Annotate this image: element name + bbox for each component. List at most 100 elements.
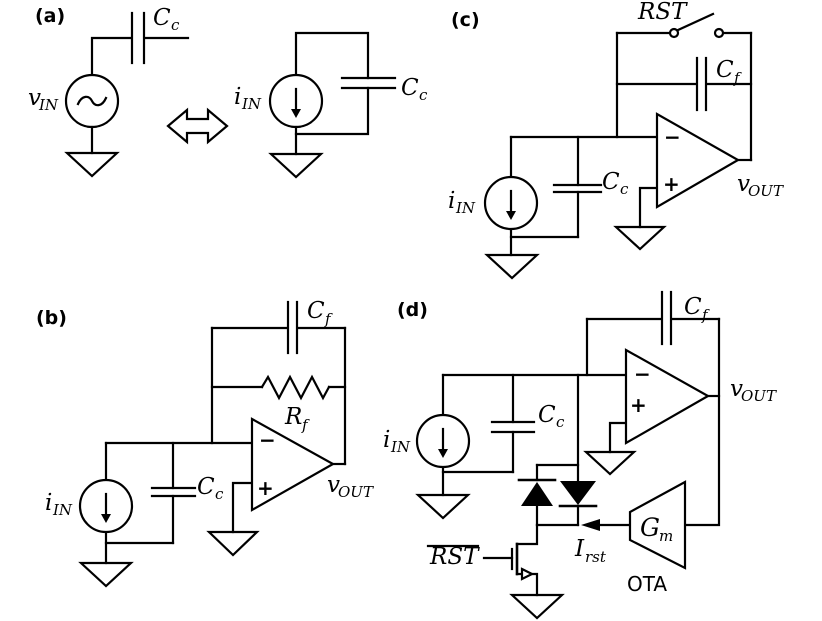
- cf-label: C: [307, 298, 325, 324]
- feedback-capacitor-cf-icon: [660, 290, 673, 346]
- panel-c: − + (c) RST C f C c i IN v OUT: [448, 0, 784, 280]
- ground-triangle: [583, 450, 637, 476]
- iin-label: i: [234, 84, 241, 110]
- switch-contact: [668, 27, 680, 39]
- wire: [90, 36, 132, 77]
- current-source-iin-icon: [268, 73, 324, 129]
- vout-label-sub: OUT: [748, 182, 784, 200]
- rf-label-sub: f: [301, 416, 310, 434]
- wire: [638, 186, 659, 229]
- sine-symbol: [76, 95, 108, 107]
- ground-triangle: [78, 561, 134, 588]
- iin-label: i: [448, 188, 455, 214]
- cc-label: C: [538, 402, 556, 428]
- irst-arrow-head: [581, 519, 600, 531]
- reset-switch-icon: [668, 12, 725, 39]
- cc-series-label-sub: c: [171, 16, 180, 34]
- ota-trapezoid: [628, 480, 687, 570]
- switch-lever: [676, 12, 715, 32]
- iin-label-sub: IN: [241, 95, 262, 113]
- opamp-triangle: [655, 112, 741, 209]
- vout-label: v: [737, 171, 750, 197]
- opamp-triangle: [250, 417, 336, 512]
- cc-series-label: C: [153, 5, 171, 31]
- wire: [683, 317, 721, 527]
- feedback-capacitor-cf-icon: [695, 56, 708, 112]
- ground-symbol: [509, 593, 565, 620]
- capacitor-cc-icon: [552, 183, 603, 194]
- rst-label: RST: [637, 0, 688, 25]
- opamp-plus-label: +: [630, 393, 647, 417]
- arrow-head: [291, 109, 301, 118]
- current-source-iin-icon: [483, 175, 539, 231]
- ground-symbol: [268, 125, 324, 179]
- feedback-capacitor-cf-icon: [286, 300, 299, 355]
- panel-d-label: (d): [397, 299, 428, 321]
- diode-down: [560, 481, 596, 505]
- opamp-icon: − +: [655, 112, 741, 209]
- series-capacitor-cc-icon: [130, 11, 146, 65]
- vout-label: v: [730, 376, 743, 402]
- iin-label: i: [45, 490, 52, 516]
- ground-symbol: [415, 493, 471, 520]
- arrow-head: [101, 514, 111, 523]
- ota-label: OTA: [627, 572, 667, 596]
- ground-triangle: [206, 530, 260, 557]
- capacitor-cc-icon: [150, 486, 197, 498]
- ground-triangle: [415, 493, 471, 520]
- opamp-minus-label: −: [664, 125, 681, 149]
- cc-label-sub: c: [215, 485, 224, 503]
- ground-triangle: [484, 253, 540, 280]
- ground-symbol: [583, 450, 637, 476]
- vout-label: v: [327, 472, 340, 498]
- iin-label: i: [383, 427, 390, 453]
- wire: [294, 86, 370, 136]
- panel-a: (a) C c v IN i IN C c: [28, 5, 428, 179]
- feedback-resistor-rf-icon: [260, 374, 331, 401]
- voltage-source-vin-icon: [64, 73, 120, 129]
- cf-label-sub: f: [733, 69, 742, 87]
- cc-label: C: [197, 474, 215, 500]
- iin-label-sub: IN: [52, 501, 73, 519]
- vin-label-sub: IN: [38, 96, 59, 114]
- ground-symbol: [64, 125, 120, 178]
- nmos-reset-transistor-icon: [482, 523, 539, 597]
- cf-label-sub: f: [701, 306, 710, 324]
- antiparallel-diodes-icon: [517, 478, 598, 508]
- switch-contact: [713, 27, 725, 39]
- vout-label-sub: OUT: [741, 387, 777, 405]
- ota-gm-icon: G m: [628, 480, 687, 570]
- ground-symbol: [613, 225, 667, 251]
- opamp-icon: − +: [624, 348, 711, 445]
- iin-label-sub: IN: [390, 438, 411, 456]
- parallel-capacitor-cc-icon: [340, 76, 397, 90]
- opamp-plus-label: +: [257, 476, 274, 500]
- current-source-iin-icon: [78, 478, 134, 534]
- panel-b-label: (b): [36, 307, 67, 329]
- wire: [294, 31, 370, 80]
- opamp-minus-label: −: [259, 428, 276, 452]
- irst-label: I: [574, 536, 585, 562]
- opamp-triangle: [624, 348, 711, 445]
- rst-bar-label-group: RST: [426, 544, 480, 570]
- current-source-iin-icon: [415, 413, 471, 469]
- cc-label-sub: c: [620, 180, 629, 198]
- ground-symbol: [206, 530, 260, 557]
- cf-label: C: [716, 57, 734, 83]
- panel-b: − + (b) C f R f C c i IN v OUT: [36, 298, 374, 588]
- opamp-icon: − +: [250, 417, 336, 512]
- arrow-head: [506, 211, 516, 220]
- diode-up: [521, 482, 553, 506]
- capacitor-cc-icon: [490, 420, 536, 434]
- vout-label-sub: OUT: [338, 483, 374, 501]
- drain-wire: [515, 523, 539, 546]
- gm-label-sub: m: [659, 527, 673, 545]
- ground-triangle: [509, 593, 565, 620]
- cf-label: C: [684, 294, 702, 320]
- cc-parallel-label-sub: c: [419, 86, 428, 104]
- irst-label-sub: rst: [585, 548, 607, 566]
- ground-triangle: [613, 225, 667, 251]
- cf-label-sub: f: [324, 310, 333, 328]
